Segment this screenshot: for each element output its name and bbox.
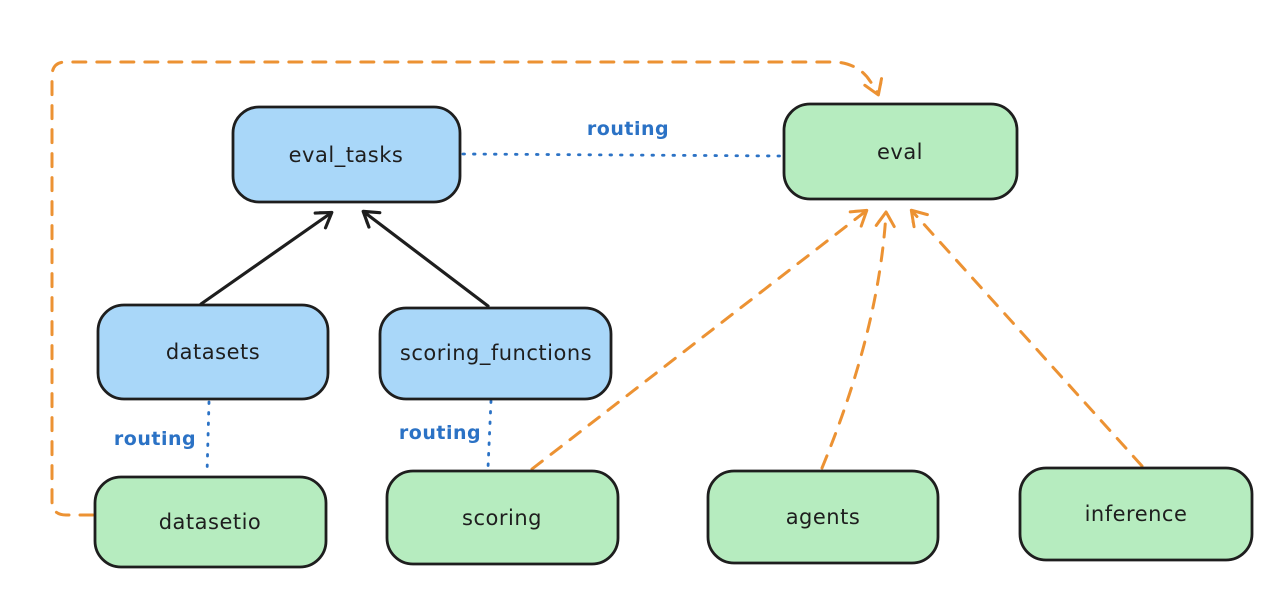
node-scoring-functions-box <box>378 306 613 401</box>
node-datasets-label: datasets <box>166 340 260 364</box>
node-datasetio-box <box>93 475 328 569</box>
node-datasetio-label: datasetio <box>159 510 262 534</box>
node-eval-label: eval <box>877 140 923 164</box>
edge-datasets-to-datasetio-routing <box>205 400 211 476</box>
node-eval-tasks: eval_tasks <box>231 105 462 204</box>
node-datasets: datasets <box>96 303 330 401</box>
node-scoring-box <box>385 469 620 566</box>
edge-scoring-functions-to-scoring-routing <box>486 399 493 470</box>
edge-label-routing-datasets: routing <box>114 428 196 450</box>
edge-agents-to-eval <box>820 210 896 470</box>
node-inference: inference <box>1018 466 1254 562</box>
node-inference-box <box>1018 466 1254 562</box>
node-eval-box <box>782 102 1019 201</box>
node-eval: eval <box>782 102 1019 201</box>
node-eval-tasks-label: eval_tasks <box>289 143 404 168</box>
edge-label-routing-top: routing <box>587 118 669 140</box>
edge-datasets-to-eval-tasks <box>199 210 334 306</box>
node-eval-tasks-box <box>231 105 462 204</box>
edge-eval-tasks-to-eval-routing <box>461 152 783 158</box>
edge-scoring-functions-to-eval-tasks <box>361 209 490 308</box>
node-agents-box <box>706 469 940 565</box>
node-datasetio: datasetio <box>93 475 328 569</box>
edge-inference-to-eval <box>909 208 1144 468</box>
edge-label-routing-scoring: routing <box>399 422 481 444</box>
node-datasets-box <box>96 303 330 401</box>
node-scoring-label: scoring <box>462 506 542 530</box>
node-scoring: scoring <box>385 469 620 566</box>
node-agents-label: agents <box>786 505 861 529</box>
node-agents: agents <box>706 469 940 565</box>
node-scoring-functions-label: scoring_functions <box>400 341 592 366</box>
node-scoring-functions: scoring_functions <box>378 306 613 401</box>
node-inference-label: inference <box>1085 502 1188 526</box>
